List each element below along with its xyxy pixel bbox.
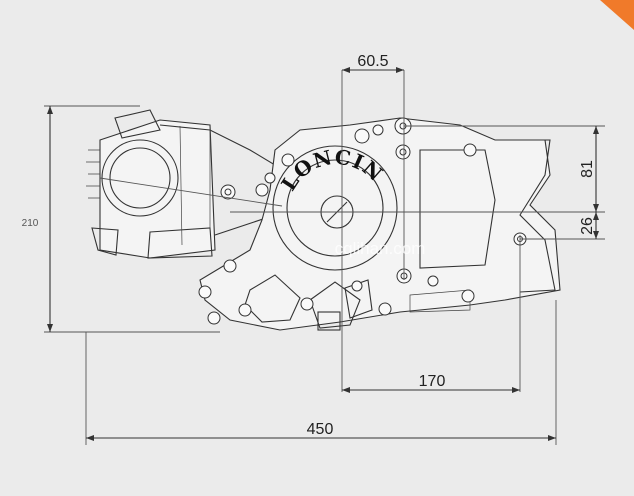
carburetor-bracket (91, 227, 119, 256)
dimension-lines (47, 67, 599, 441)
engine-crankcase (199, 117, 561, 331)
carburetor-assembly (86, 109, 276, 259)
shift-shaft (317, 311, 341, 331)
bolt (354, 128, 370, 144)
dim-label-right-lower: 26 (579, 217, 596, 235)
arrowhead (593, 212, 599, 220)
arrowhead (593, 126, 599, 134)
dimension-labels: 60.5 81 26 210 170 450 (22, 53, 596, 438)
arrowhead (593, 204, 599, 212)
bolt (198, 285, 212, 299)
arrowhead (342, 67, 350, 73)
dim-label-lower-span: 170 (419, 373, 446, 390)
air-intake-inner (109, 147, 171, 209)
dim-label-right-upper: 81 (579, 160, 596, 178)
bolt (461, 289, 475, 303)
dim-label-overall-length: 450 (307, 421, 334, 438)
carburetor-fins (86, 149, 100, 199)
air-intake-ring (101, 139, 179, 217)
bolt-center (399, 148, 407, 156)
bolt (223, 259, 237, 273)
bolt (372, 124, 384, 136)
bolt (281, 153, 295, 167)
manifold-ribs (179, 125, 211, 246)
dim-label-left-height: 210 (22, 218, 39, 229)
bolt (427, 275, 439, 287)
arrowhead (86, 435, 94, 441)
arrowhead (47, 106, 53, 114)
reference-axes (44, 70, 605, 445)
arrowhead (548, 435, 556, 441)
arrowhead (512, 387, 520, 393)
bolt (351, 280, 363, 292)
bolt (238, 303, 252, 317)
dim-label-top-offset: 60.5 (357, 53, 388, 70)
corner-accent (600, 0, 634, 30)
stator-cover (272, 145, 398, 271)
stator-cover-inner (286, 159, 384, 257)
axis-intake-centerline (99, 177, 283, 207)
carburetor-bowl (147, 227, 213, 259)
arrowhead (593, 231, 599, 239)
bolt (463, 143, 477, 157)
crankcase-lower-plate (409, 289, 471, 313)
watermark-text: cqlihan.com (335, 239, 426, 258)
arrowhead (396, 67, 404, 73)
bolt (378, 302, 392, 316)
bolt (255, 183, 269, 197)
rear-mount-bracket (505, 139, 556, 293)
bolt (264, 172, 276, 184)
bolt (207, 311, 221, 325)
bolt (300, 297, 314, 311)
carburetor-top-cap (114, 109, 161, 139)
bolt-center (224, 188, 232, 196)
arrowhead (342, 387, 350, 393)
arrowhead (47, 324, 53, 332)
